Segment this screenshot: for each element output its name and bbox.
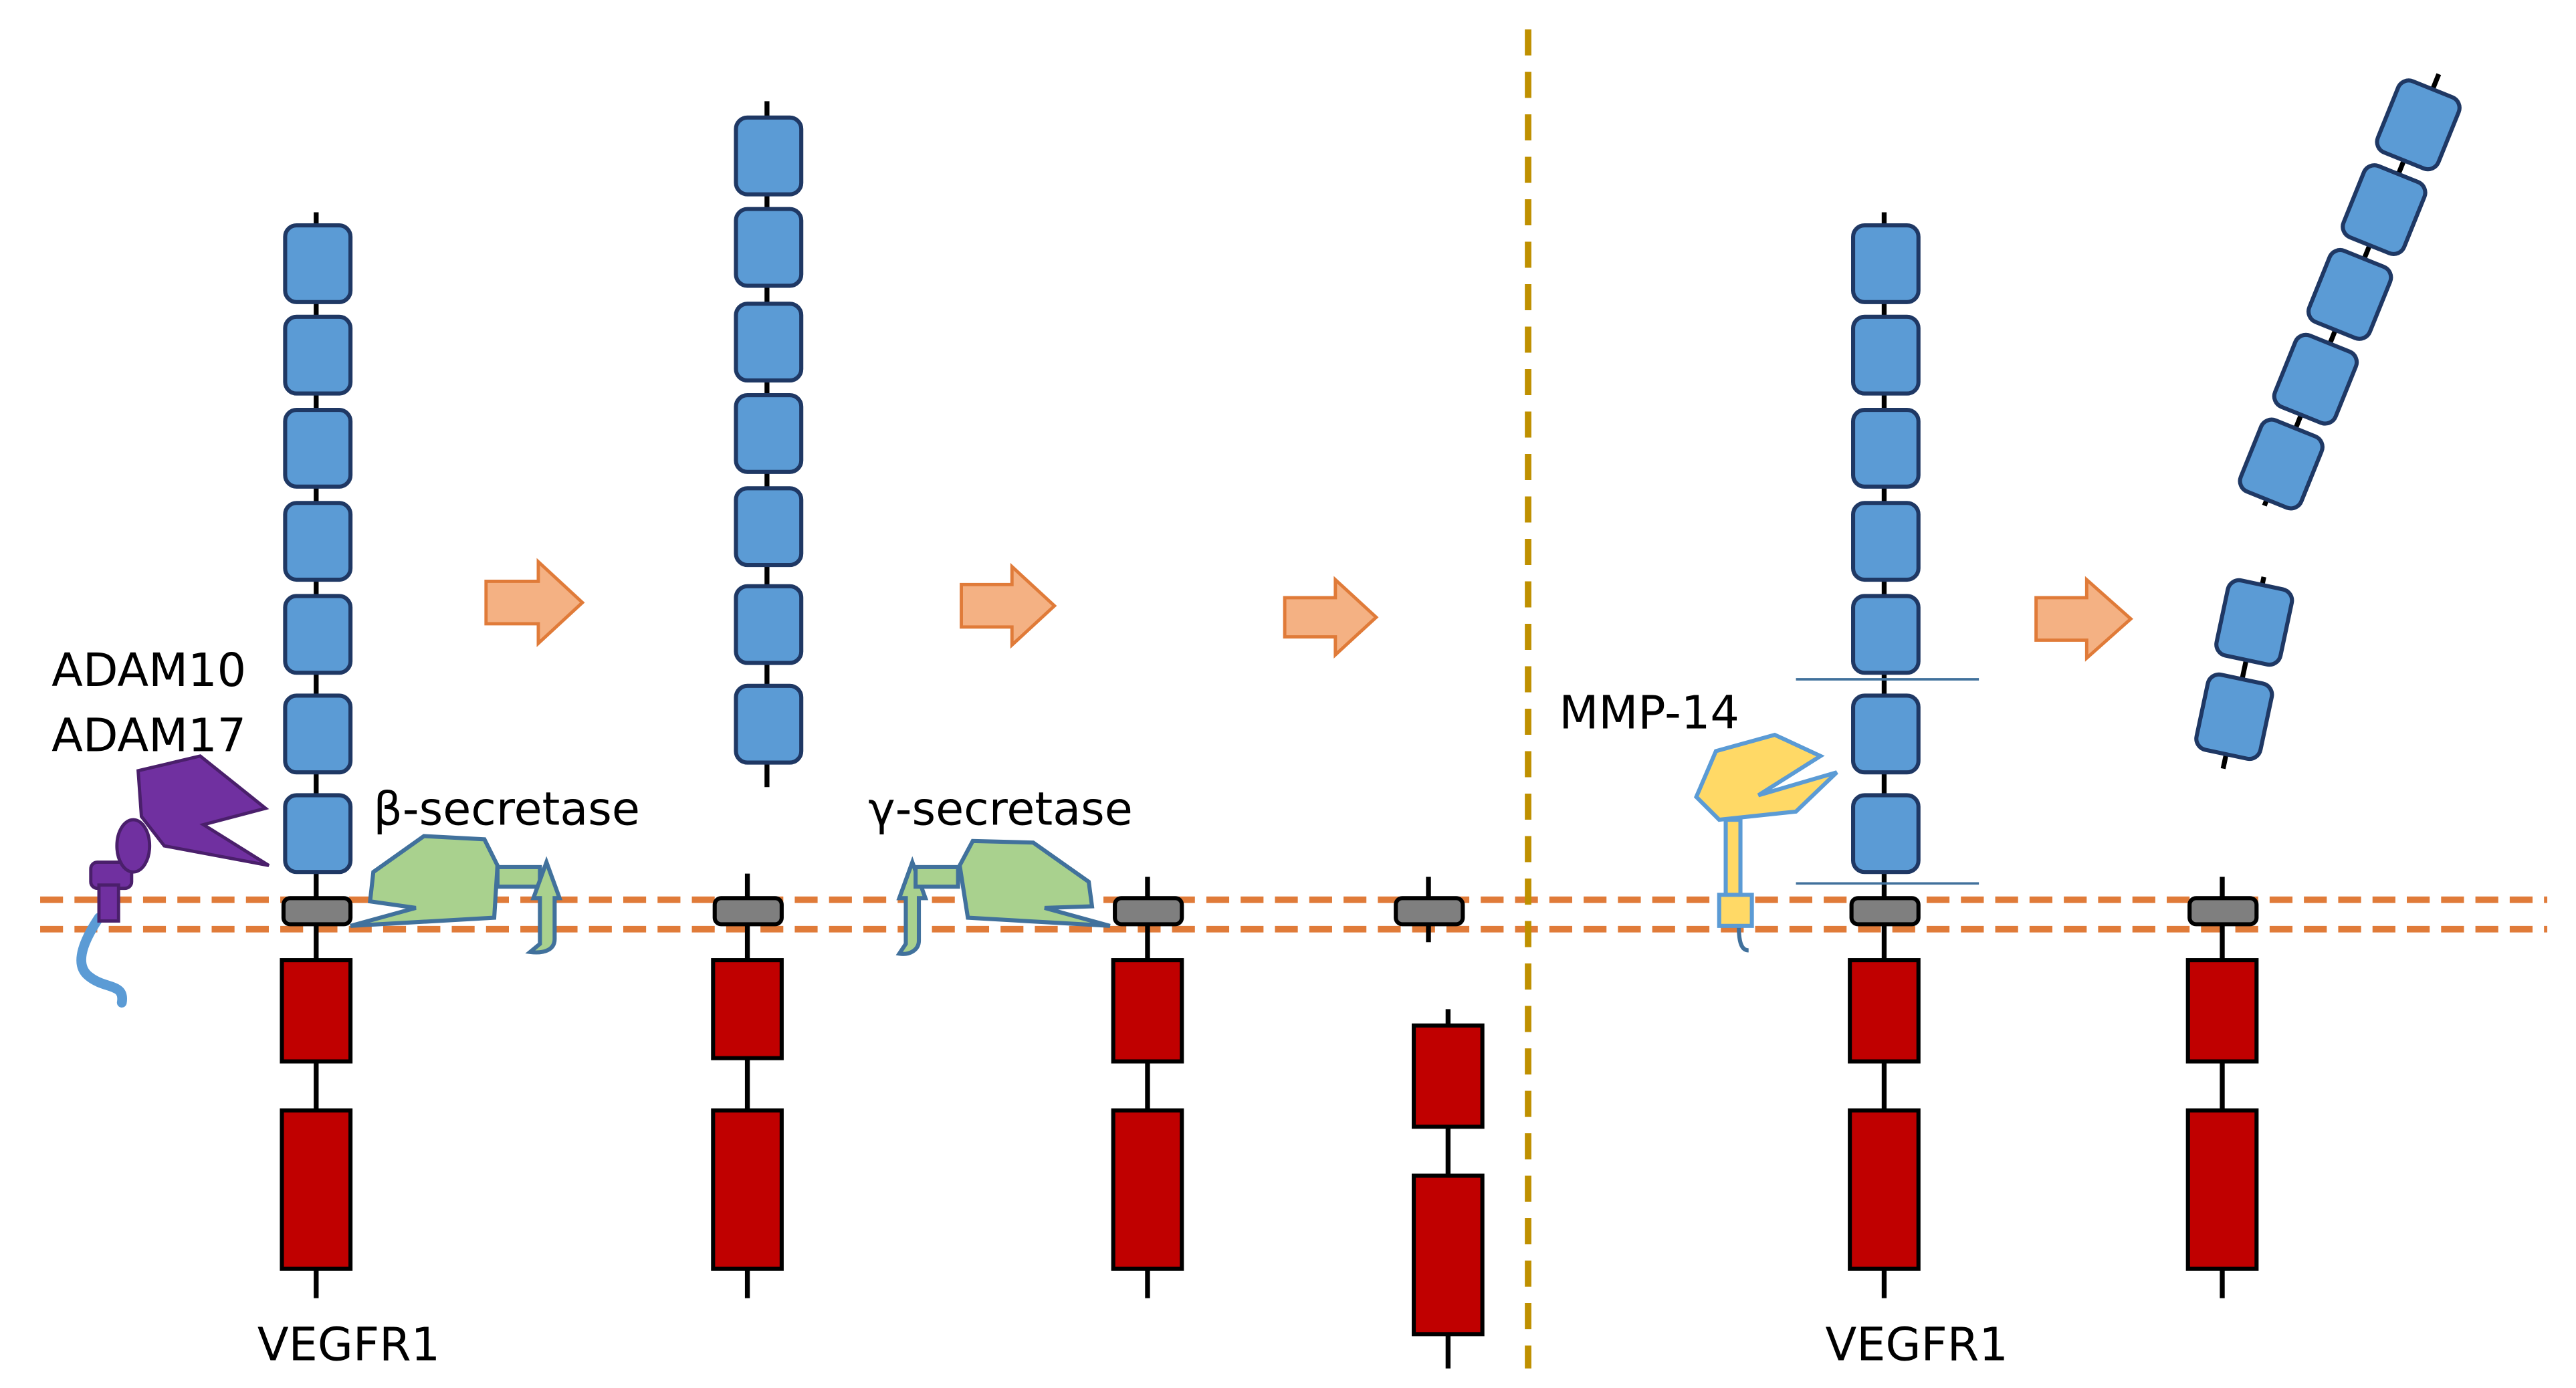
adam10-label: ADAM10 bbox=[51, 645, 246, 697]
ig-domain bbox=[283, 793, 353, 875]
ig-domain bbox=[1851, 314, 1921, 396]
vegfr1-receptor-full-right bbox=[1848, 212, 1921, 1298]
ig-domain bbox=[283, 407, 353, 489]
vegfr1-right-label: VEGFR1 bbox=[1826, 1318, 2008, 1371]
right-arrow-icon bbox=[1283, 576, 1379, 659]
kinase-domain bbox=[2185, 1108, 2259, 1271]
ig-domain bbox=[283, 314, 353, 396]
kinase-domain bbox=[711, 1108, 784, 1271]
ig-domain bbox=[2341, 163, 2428, 256]
vegfr1-ectodomain-released bbox=[734, 101, 804, 788]
gamma-secretase-icon bbox=[895, 838, 1111, 956]
beta-secretase-icon bbox=[350, 834, 563, 955]
transmembrane-segment bbox=[281, 896, 353, 927]
ig-domain bbox=[734, 392, 804, 474]
kinase-domain bbox=[1412, 1173, 1485, 1337]
gamma-secretase-label: γ-secretase bbox=[868, 783, 1133, 836]
ig-domain bbox=[2214, 578, 2294, 667]
vegfr1-left-label: VEGFR1 bbox=[257, 1318, 440, 1371]
kinase-domain bbox=[280, 1108, 353, 1271]
ig-domain bbox=[734, 486, 804, 568]
right-arrow-icon bbox=[960, 562, 1057, 649]
vegfr1-receptor-full bbox=[280, 212, 353, 1298]
kinase-domain bbox=[1848, 1108, 1921, 1271]
beta-secretase-label: β-secretase bbox=[373, 783, 640, 836]
ig-domain bbox=[283, 594, 353, 675]
transmembrane-segment bbox=[1394, 896, 1465, 927]
ig-domain bbox=[1851, 501, 1921, 582]
ig-domain bbox=[734, 207, 804, 288]
adam-protease-icon bbox=[76, 754, 270, 1008]
kinase-domain bbox=[1848, 958, 1921, 1064]
transmembrane-segment bbox=[2187, 896, 2259, 927]
vegfr1-intracellular-domain-released bbox=[1412, 1009, 1485, 1369]
vegfr1-ectodomain-fragment-small bbox=[2194, 576, 2294, 770]
ig-domain bbox=[1851, 693, 1921, 775]
vegfr1-stub-gamma bbox=[1111, 877, 1184, 1298]
ig-domain bbox=[283, 693, 353, 775]
transmembrane-segment bbox=[1849, 896, 1921, 927]
right-arrow-icon bbox=[484, 558, 585, 647]
vegfr1-stub-mmp14 bbox=[2185, 877, 2259, 1298]
ig-domain bbox=[1851, 223, 1921, 304]
vegfr1-ectodomain-fragment-large bbox=[2238, 73, 2462, 511]
ig-domain bbox=[2375, 78, 2462, 172]
kinase-domain bbox=[1111, 958, 1184, 1064]
right-arrow-icon bbox=[2034, 576, 2133, 662]
ig-domain bbox=[2194, 672, 2274, 762]
ig-domain bbox=[734, 115, 804, 197]
kinase-domain bbox=[711, 958, 784, 1060]
ig-domain bbox=[2306, 247, 2393, 341]
kinase-domain bbox=[1412, 1023, 1485, 1129]
kinase-domain bbox=[280, 958, 353, 1064]
ig-domain bbox=[734, 302, 804, 383]
vegfr1-membrane-stub bbox=[711, 873, 784, 1298]
transmembrane-segment bbox=[712, 896, 784, 927]
transmembrane-segment bbox=[1113, 896, 1184, 927]
adam17-label: ADAM17 bbox=[51, 709, 246, 762]
kinase-domain bbox=[2185, 958, 2259, 1064]
mmp14-label: MMP-14 bbox=[1559, 687, 1739, 739]
ig-domain bbox=[734, 683, 804, 765]
mmp14-protease-icon bbox=[1693, 732, 1838, 953]
kinase-domain bbox=[1111, 1108, 1184, 1271]
ig-domain bbox=[2272, 332, 2359, 426]
ig-domain bbox=[1851, 594, 1921, 675]
vegfr1-tm-stub bbox=[1394, 877, 1465, 943]
ig-domain bbox=[283, 501, 353, 582]
ig-domain bbox=[283, 223, 353, 304]
ig-domain bbox=[1851, 793, 1921, 875]
ig-domain bbox=[1851, 407, 1921, 489]
ig-domain bbox=[734, 584, 804, 665]
ig-domain bbox=[2238, 417, 2325, 511]
